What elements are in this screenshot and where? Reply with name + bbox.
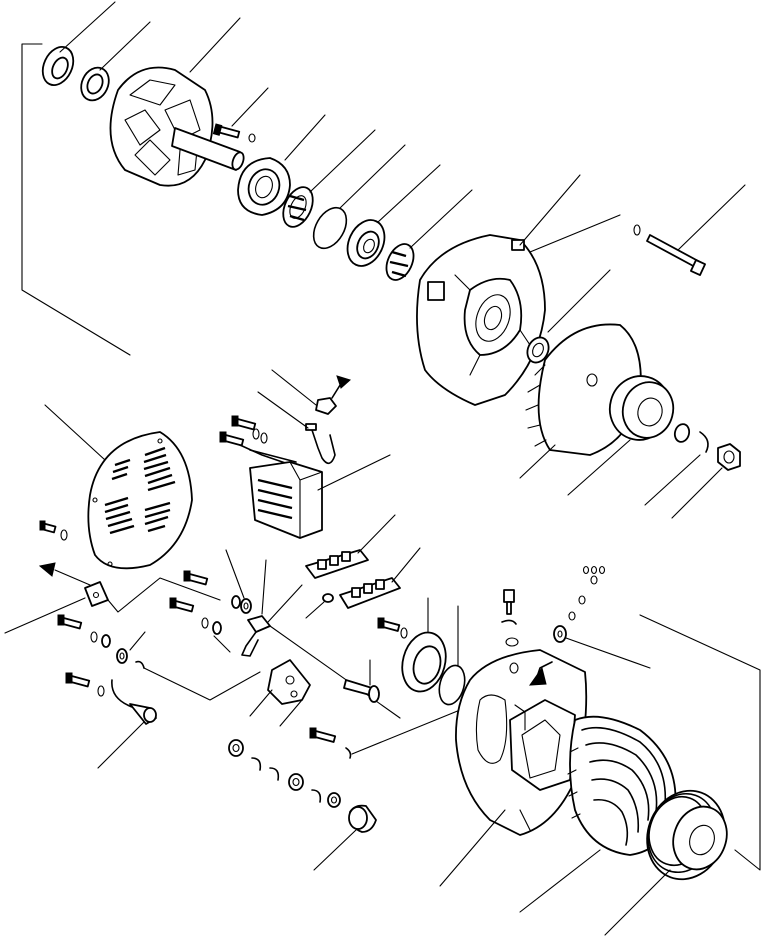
rotor-spacer-ring [80,21,151,102]
rear-housing [416,174,621,406]
small-plug [305,593,334,619]
drive-pulley-upper [567,375,675,496]
stator-winding [519,715,677,913]
bearing-retainer [237,114,326,216]
brush-lead [257,391,336,465]
terminal-screws-row2 [169,597,231,653]
group-bracket-right [639,614,761,871]
pulley-lock-washer [644,431,709,506]
ball-bearing [346,164,441,267]
rear-cover-plate [44,404,193,570]
bearing-cap [377,597,447,693]
cover-vent-slots [104,446,176,535]
pulley-washer [673,423,691,443]
terminal-clip [4,577,221,634]
housing-sleeve [526,269,611,364]
group-bracket-upper [21,43,131,356]
cable-terminal [65,672,157,769]
rotor-front-bearing [41,1,116,86]
housing-right-washers [553,565,651,669]
gasket-upper [305,514,396,579]
rectifier-connector [249,659,311,727]
rotor-assembly [109,17,245,187]
voltage-regulator [249,454,391,539]
o-ring-lower [438,605,466,706]
center-bolt [343,659,380,703]
o-ring-upper [312,144,406,250]
pulley-nut [671,443,741,519]
drive-pulley-lower [604,789,728,936]
terminal-direction-arrow [38,562,91,586]
lower-left-screws [57,614,261,701]
roller-bearing [282,129,376,228]
through-bolt [633,184,746,277]
front-housing [439,649,588,887]
gasket-lower [339,547,421,609]
brush-terminal [271,369,351,415]
insulator-bushing [313,804,377,871]
terminal-bracket [241,559,401,719]
regulator-screws [219,415,301,469]
rotor-screw [212,87,269,143]
cover-screw [39,520,68,541]
nut-washer-set [228,739,341,808]
needle-bearing [385,189,473,281]
housing-top-bolt [501,589,519,647]
terminal-screws-row1 [183,549,252,614]
